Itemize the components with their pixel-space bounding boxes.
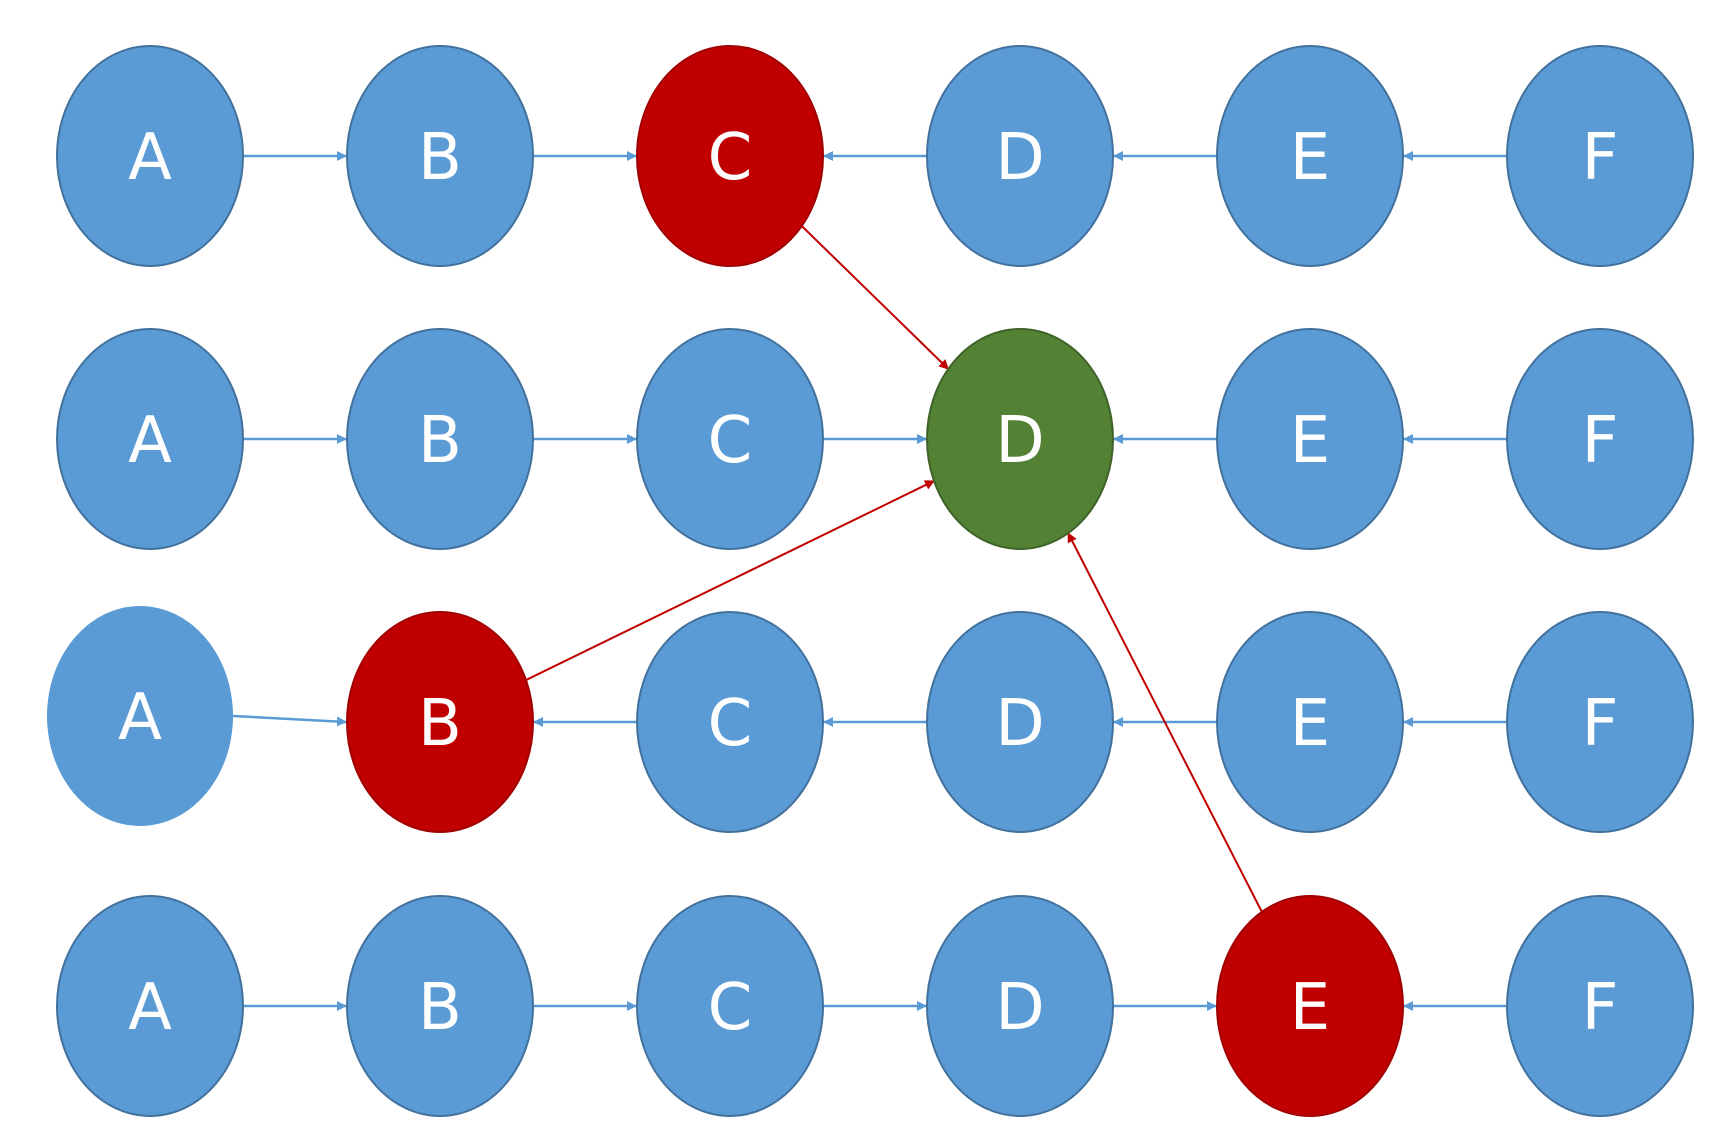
node-shape <box>56 895 244 1117</box>
node-shape <box>346 895 534 1117</box>
node-c-row3: C <box>636 611 824 833</box>
node-label: B <box>418 404 462 478</box>
node-e-row1: E <box>1216 45 1404 267</box>
node-f-row1: F <box>1506 45 1694 267</box>
node-shape <box>47 606 233 826</box>
node-b-row3: B <box>346 611 534 833</box>
node-c-row1: C <box>636 45 824 267</box>
node-label: E <box>1290 404 1330 478</box>
node-label: C <box>708 687 753 761</box>
node-shape <box>1506 895 1694 1117</box>
node-label: A <box>128 404 172 478</box>
node-label: D <box>995 971 1044 1045</box>
node-shape <box>1216 328 1404 550</box>
node-b-row4: B <box>346 895 534 1117</box>
node-shape <box>346 45 534 267</box>
node-a-row1: A <box>56 45 244 267</box>
node-shape <box>636 45 824 267</box>
node-shape <box>926 611 1114 833</box>
node-f-row2: F <box>1506 328 1694 550</box>
node-label: E <box>1290 687 1330 761</box>
node-shape <box>1216 895 1404 1117</box>
node-layer: A B C D E F A B C D E F A B C D E F A B C D E F <box>47 45 1694 1117</box>
node-label: E <box>1290 121 1330 195</box>
node-label: C <box>708 971 753 1045</box>
node-e-row4: E <box>1216 895 1404 1117</box>
node-label: B <box>418 687 462 761</box>
node-shape <box>926 895 1114 1117</box>
node-a-row4: A <box>56 895 244 1117</box>
edge-row3-1 <box>232 714 347 727</box>
node-shape <box>56 45 244 267</box>
node-label: F <box>1582 687 1619 761</box>
node-shape <box>346 328 534 550</box>
node-shape <box>1506 328 1694 550</box>
node-label: C <box>708 404 753 478</box>
node-shape <box>1216 611 1404 833</box>
node-label: D <box>995 687 1044 761</box>
node-shape <box>926 45 1114 267</box>
node-shape <box>56 328 244 550</box>
node-e-row3: E <box>1216 611 1404 833</box>
node-shape <box>1216 45 1404 267</box>
cross-edge-1 <box>801 225 949 370</box>
node-f-row4: F <box>1506 895 1694 1117</box>
node-shape <box>1506 611 1694 833</box>
node-d-row3: D <box>926 611 1114 833</box>
node-f-row3: F <box>1506 611 1694 833</box>
node-label: A <box>118 681 162 755</box>
node-b-row2: B <box>346 328 534 550</box>
node-shape <box>1506 45 1694 267</box>
node-shape <box>636 611 824 833</box>
node-d-row1: D <box>926 45 1114 267</box>
node-label: F <box>1582 121 1619 195</box>
node-label: D <box>995 404 1044 478</box>
node-label: B <box>418 971 462 1045</box>
node-label: F <box>1582 971 1619 1045</box>
edge-layer <box>232 151 1507 1011</box>
node-label: B <box>418 121 462 195</box>
node-label: F <box>1582 404 1619 478</box>
node-a-row3: A <box>47 606 233 826</box>
node-d-row2: D <box>926 328 1114 550</box>
node-d-row4: D <box>926 895 1114 1117</box>
node-label: E <box>1290 971 1330 1045</box>
node-c-row4: C <box>636 895 824 1117</box>
node-a-row2: A <box>56 328 244 550</box>
node-label: A <box>128 971 172 1045</box>
node-shape <box>926 328 1114 550</box>
node-shape <box>636 328 824 550</box>
node-shape <box>636 895 824 1117</box>
node-b-row1: B <box>346 45 534 267</box>
cross-edge-3 <box>1067 532 1263 913</box>
cross-edge-2 <box>525 480 935 681</box>
node-label: D <box>995 121 1044 195</box>
node-shape <box>346 611 534 833</box>
node-c-row2: C <box>636 328 824 550</box>
node-label: C <box>708 121 753 195</box>
node-e-row2: E <box>1216 328 1404 550</box>
node-label: A <box>128 121 172 195</box>
